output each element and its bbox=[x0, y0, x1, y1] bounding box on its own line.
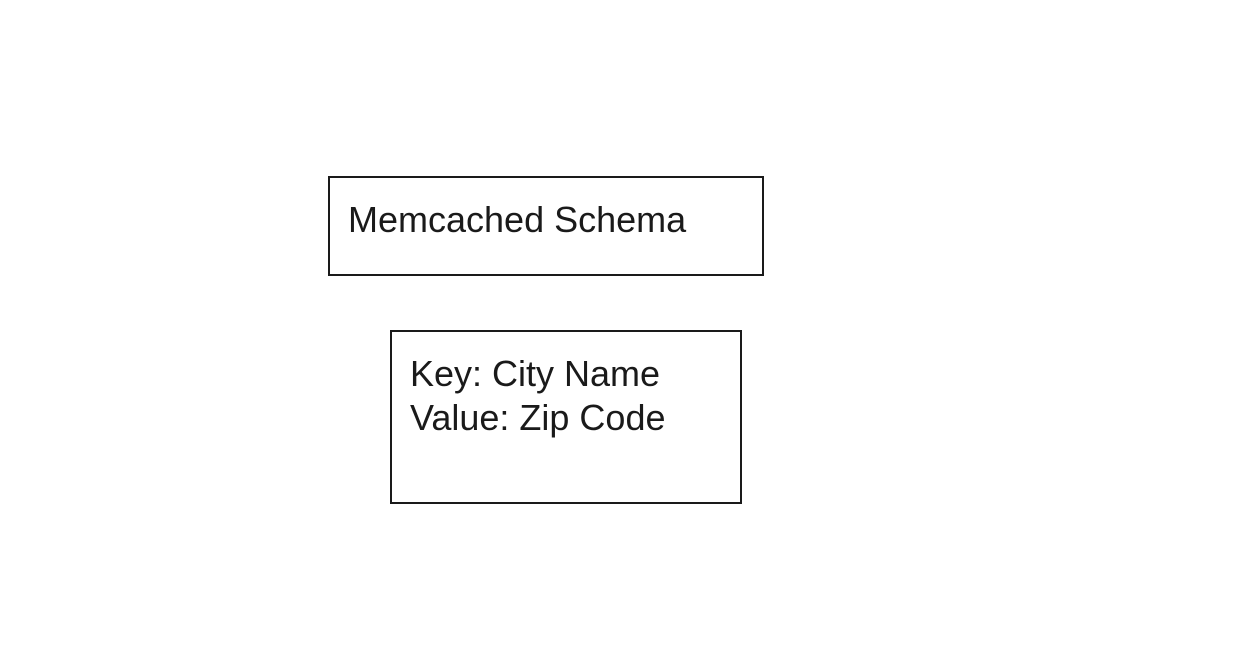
schema-key-line: Key: City Name bbox=[410, 353, 661, 394]
schema-box: Key: City Name Value: Zip Code bbox=[390, 330, 742, 504]
title-box: Memcached Schema bbox=[328, 176, 764, 276]
title-box-label: Memcached Schema bbox=[348, 199, 687, 240]
schema-box-content: Key: City Name Value: Zip Code bbox=[410, 352, 665, 440]
schema-value-line: Value: Zip Code bbox=[410, 397, 666, 438]
